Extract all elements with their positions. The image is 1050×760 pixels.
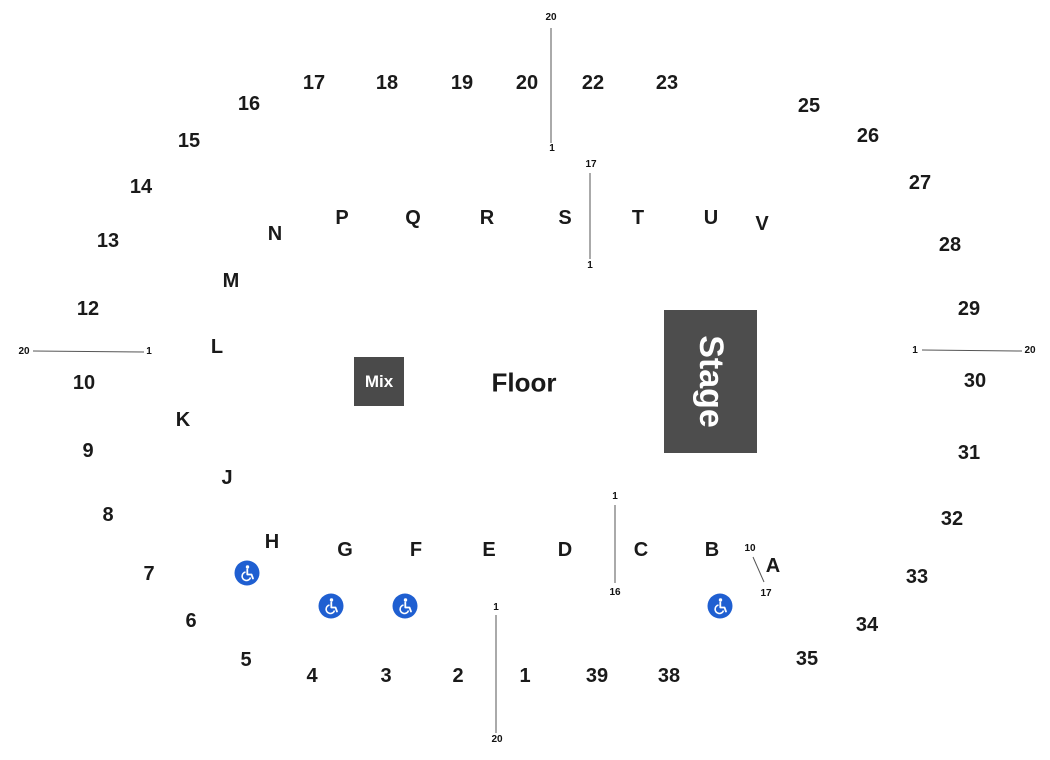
section-33[interactable]: 33 — [905, 566, 929, 588]
section-12[interactable]: 12 — [76, 298, 100, 320]
section-f[interactable]: F — [409, 539, 423, 561]
section-13[interactable]: 13 — [96, 230, 120, 252]
section-16[interactable]: 16 — [237, 93, 261, 115]
section-c[interactable]: C — [633, 539, 649, 561]
row-marker: 1 — [146, 346, 152, 357]
row-marker: 20 — [1024, 345, 1036, 356]
section-v[interactable]: V — [755, 213, 769, 235]
section-k[interactable]: K — [175, 409, 191, 431]
section-22[interactable]: 22 — [581, 72, 605, 94]
section-m[interactable]: M — [222, 270, 240, 292]
right-row-line — [921, 349, 1023, 352]
section-4[interactable]: 4 — [306, 665, 318, 687]
section-39[interactable]: 39 — [585, 665, 609, 687]
row-marker: 20 — [491, 734, 503, 745]
section-32[interactable]: 32 — [940, 508, 964, 530]
section-a-row-line — [752, 556, 765, 583]
section-19[interactable]: 19 — [450, 72, 474, 94]
section-n[interactable]: N — [267, 223, 283, 245]
section-p[interactable]: P — [335, 207, 349, 229]
section-30[interactable]: 30 — [963, 370, 987, 392]
row-marker: 16 — [609, 587, 621, 598]
left-row-line — [32, 350, 145, 353]
section-u[interactable]: U — [703, 207, 719, 229]
section-38[interactable]: 38 — [657, 665, 681, 687]
section-28[interactable]: 28 — [938, 234, 962, 256]
stage: Stage — [664, 310, 757, 453]
row-marker: 1 — [493, 602, 499, 613]
row-marker: 17 — [585, 159, 597, 170]
section-e[interactable]: E — [482, 539, 496, 561]
mix-booth[interactable]: Mix — [354, 357, 404, 406]
section-18[interactable]: 18 — [375, 72, 399, 94]
section-17[interactable]: 17 — [302, 72, 326, 94]
section-10[interactable]: 10 — [72, 372, 96, 394]
row-marker: 1 — [549, 143, 555, 154]
section-35[interactable]: 35 — [795, 648, 819, 670]
section-s[interactable]: S — [558, 207, 572, 229]
section-9[interactable]: 9 — [82, 440, 94, 462]
section-23[interactable]: 23 — [655, 72, 679, 94]
section-25[interactable]: 25 — [797, 95, 821, 117]
section-14[interactable]: 14 — [129, 176, 153, 198]
wheelchair-icon[interactable] — [392, 593, 418, 619]
section-7[interactable]: 7 — [143, 563, 155, 585]
section-5[interactable]: 5 — [240, 649, 252, 671]
section-34[interactable]: 34 — [855, 614, 879, 636]
row-marker: 20 — [18, 346, 30, 357]
row-marker: 1 — [612, 491, 618, 502]
section-31[interactable]: 31 — [957, 442, 981, 464]
floor-section[interactable]: Floor — [491, 367, 557, 398]
wheelchair-icon[interactable] — [234, 560, 260, 586]
section-d[interactable]: D — [557, 539, 573, 561]
section-20[interactable]: 20 — [515, 72, 539, 94]
section-g[interactable]: G — [337, 539, 353, 561]
section-29[interactable]: 29 — [957, 298, 981, 320]
section-26[interactable]: 26 — [856, 125, 880, 147]
section-j[interactable]: J — [221, 467, 233, 489]
section-r[interactable]: R — [479, 207, 495, 229]
row-marker: 10 — [744, 543, 756, 554]
section-h[interactable]: H — [264, 531, 280, 553]
row-marker: 17 — [760, 588, 772, 599]
section-q[interactable]: Q — [405, 207, 421, 229]
row-marker: 1 — [587, 260, 593, 271]
wheelchair-icon[interactable] — [318, 593, 344, 619]
section-l[interactable]: L — [210, 336, 224, 358]
section-a[interactable]: A — [765, 555, 781, 577]
section-15[interactable]: 15 — [177, 130, 201, 152]
row-marker: 20 — [545, 12, 557, 23]
section-2[interactable]: 2 — [452, 665, 464, 687]
section-b[interactable]: B — [704, 539, 720, 561]
section-t[interactable]: T — [631, 207, 645, 229]
section-27[interactable]: 27 — [908, 172, 932, 194]
section-1[interactable]: 1 — [519, 665, 531, 687]
stage-label: Stage — [692, 335, 730, 428]
section-8[interactable]: 8 — [102, 504, 114, 526]
row-marker: 1 — [912, 345, 918, 356]
wheelchair-icon[interactable] — [707, 593, 733, 619]
section-6[interactable]: 6 — [185, 610, 197, 632]
section-3[interactable]: 3 — [380, 665, 392, 687]
